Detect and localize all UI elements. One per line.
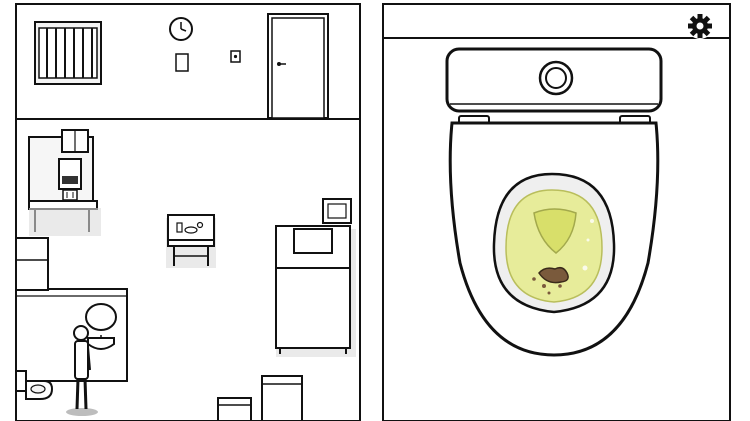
light-switch[interactable] xyxy=(230,50,241,63)
chair[interactable] xyxy=(217,397,252,421)
bathroom-wall xyxy=(15,237,128,382)
wall-clock-icon[interactable] xyxy=(169,17,193,41)
box-crate[interactable] xyxy=(261,375,303,421)
wall-note[interactable] xyxy=(175,53,189,72)
player-character[interactable] xyxy=(66,325,98,416)
barred-window[interactable] xyxy=(34,21,102,85)
door-icon[interactable] xyxy=(267,13,329,119)
sink[interactable] xyxy=(87,335,115,350)
mini-toilet[interactable] xyxy=(15,370,54,400)
small-table[interactable] xyxy=(166,214,216,268)
room-map-panel xyxy=(15,3,361,421)
television[interactable] xyxy=(58,158,82,201)
toilet-closeup-panel xyxy=(382,3,731,421)
bed[interactable] xyxy=(275,225,356,357)
mirror[interactable] xyxy=(85,303,117,331)
toilet-water[interactable] xyxy=(505,189,603,303)
dirt-in-water[interactable] xyxy=(532,266,569,295)
flush-button[interactable] xyxy=(538,60,574,96)
gear-icon[interactable] xyxy=(687,13,713,39)
